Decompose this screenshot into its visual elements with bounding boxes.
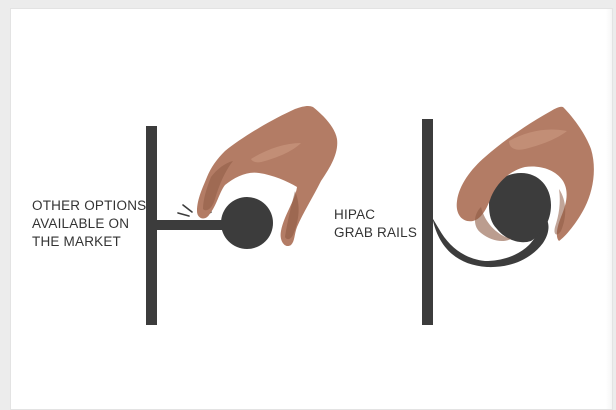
hipac-wall-mount-bar (422, 119, 433, 325)
frame-edge-shadow (606, 9, 612, 409)
rail-knob (221, 197, 273, 249)
other-options-caption: OTHER OPTIONS AVAILABLE ON THE MARKET (32, 197, 146, 251)
caption-line: OTHER OPTIONS (32, 197, 146, 215)
caption-line: THE MARKET (32, 233, 146, 251)
caption-line: HIPAC (334, 206, 417, 224)
hipac-caption: HIPAC GRAB RAILS (334, 206, 417, 242)
caption-line: AVAILABLE ON (32, 215, 146, 233)
caption-line: GRAB RAILS (334, 224, 417, 242)
illustration-frame: OTHER OPTIONS AVAILABLE ON THE MARKET HI… (10, 8, 613, 410)
